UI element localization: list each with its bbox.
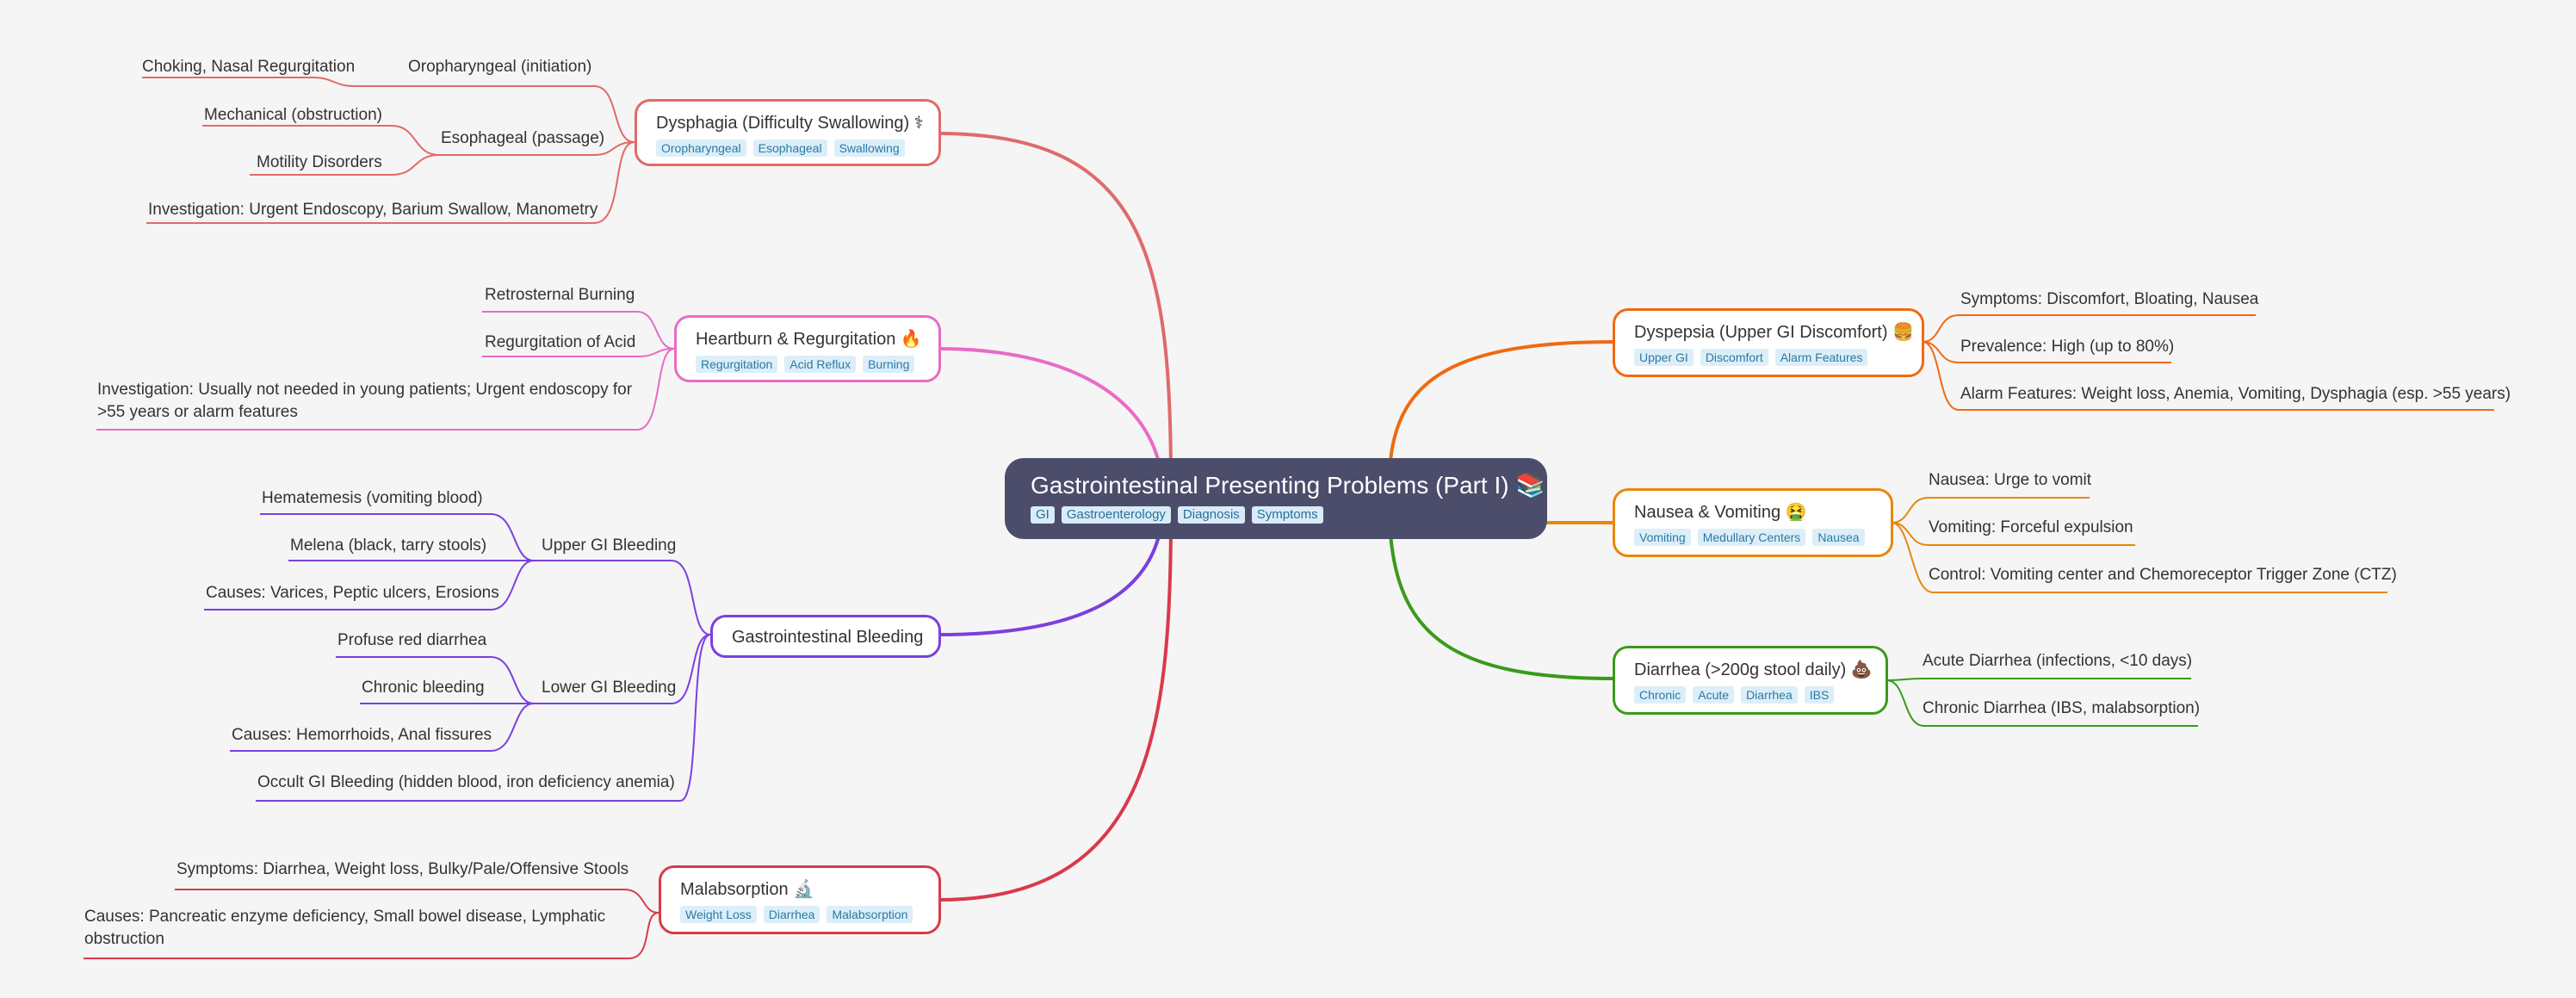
- dysphagia-esophageal-leaf-2[interactable]: Motility Disorders: [257, 153, 382, 171]
- tag: Esophageal: [752, 139, 827, 157]
- dysphagia-oropharyngeal-leaf[interactable]: Choking, Nasal Regurgitation: [142, 58, 356, 76]
- tag: Discomfort: [1700, 349, 1768, 366]
- tag: Burning: [863, 356, 915, 373]
- central-topic-title: Gastrointestinal Presenting Problems (Pa…: [1031, 472, 1546, 499]
- diarrhea-tags: Chronic Acute Diarrhea IBS: [1634, 686, 1867, 704]
- tag: Regurgitation: [696, 356, 778, 373]
- dysphagia-node[interactable]: Dysphagia (Difficulty Swallowing) ⚕ Orop…: [635, 99, 941, 166]
- heartburn-tags: Regurgitation Acid Reflux Burning: [696, 356, 920, 373]
- dysphagia-esophageal[interactable]: Esophageal (passage): [441, 129, 605, 147]
- tag: Weight Loss: [680, 906, 757, 923]
- bleeding-node[interactable]: Gastrointestinal Bleeding: [710, 615, 941, 658]
- tag: GI: [1031, 506, 1055, 524]
- malabsorption-node[interactable]: Malabsorption 🔬 Weight Loss Diarrhea Mal…: [659, 865, 941, 934]
- dysphagia-oropharyngeal[interactable]: Oropharyngeal (initiation): [408, 58, 592, 76]
- bleeding-occult[interactable]: Occult GI Bleeding (hidden blood, iron d…: [257, 773, 675, 791]
- tag: Symptoms: [1251, 506, 1323, 524]
- diarrhea-title: Diarrhea (>200g stool daily) 💩: [1634, 660, 1873, 679]
- nausea-leaf-3[interactable]: Control: Vomiting center and Chemorecept…: [1929, 566, 2397, 584]
- diarrhea-leaf-2[interactable]: Chronic Diarrhea (IBS, malabsorption): [1923, 699, 2201, 717]
- dysphagia-tags: Oropharyngeal Esophageal Swallowing: [656, 139, 920, 157]
- tag: Upper GI: [1634, 349, 1694, 366]
- heartburn-title: Heartburn & Regurgitation 🔥: [696, 330, 922, 349]
- malabsorption-tags: Weight Loss Diarrhea Malabsorption: [680, 906, 920, 923]
- tag: Chronic: [1634, 686, 1687, 704]
- tag: Swallowing: [833, 139, 905, 157]
- bleeding-lower-leaf-1[interactable]: Profuse red diarrhea: [337, 631, 487, 649]
- heartburn-node[interactable]: Heartburn & Regurgitation 🔥 Regurgitatio…: [674, 315, 941, 382]
- central-tags: GI Gastroenterology Diagnosis Symptoms: [1031, 506, 1521, 524]
- tag: Alarm Features: [1774, 349, 1868, 366]
- nausea-leaf-1[interactable]: Nausea: Urge to vomit: [1929, 471, 2092, 489]
- tag: Oropharyngeal: [656, 139, 746, 157]
- tag: Diagnosis: [1177, 506, 1245, 524]
- bleeding-lower[interactable]: Lower GI Bleeding: [542, 679, 677, 697]
- central-topic-node[interactable]: Gastrointestinal Presenting Problems (Pa…: [1005, 458, 1547, 539]
- bleeding-upper[interactable]: Upper GI Bleeding: [542, 536, 677, 555]
- dysphagia-esophageal-leaf-1[interactable]: Mechanical (obstruction): [204, 106, 382, 124]
- link-diarrhea: [1389, 533, 1615, 680]
- tag: Medullary Centers: [1697, 529, 1806, 546]
- tag: Malabsorption: [827, 906, 913, 923]
- malabsorption-leaf-2[interactable]: Causes: Pancreatic enzyme deficiency, Sm…: [84, 908, 606, 948]
- diarrhea-node[interactable]: Diarrhea (>200g stool daily) 💩 Chronic A…: [1613, 646, 1888, 715]
- dysphagia-investigation[interactable]: Investigation: Urgent Endoscopy, Barium …: [148, 201, 598, 219]
- malabsorption-title: Malabsorption 🔬: [680, 880, 815, 899]
- heartburn-leaf-2[interactable]: Regurgitation of Acid: [485, 333, 636, 351]
- dyspepsia-tags: Upper GI Discomfort Alarm Features: [1634, 349, 1903, 366]
- tag: Acute: [1693, 686, 1735, 704]
- link-dyspepsia: [1389, 340, 1615, 462]
- tag: Acid Reflux: [784, 356, 857, 373]
- heartburn-leaf-1[interactable]: Retrosternal Burning: [485, 286, 635, 304]
- dyspepsia-leaf-3[interactable]: Alarm Features: Weight loss, Anemia, Vom…: [1960, 385, 2511, 403]
- dysphagia-title: Dysphagia (Difficulty Swallowing) ⚕: [656, 114, 924, 133]
- bleeding-lower-leaf-3[interactable]: Causes: Hemorrhoids, Anal fissures: [232, 726, 492, 744]
- tag: IBS: [1804, 686, 1835, 704]
- heartburn-leaf-3[interactable]: Investigation: Usually not needed in you…: [97, 381, 633, 421]
- malabsorption-leaf-1[interactable]: Symptoms: Diarrhea, Weight loss, Bulky/P…: [176, 860, 629, 878]
- bleeding-lower-leaf-2[interactable]: Chronic bleeding: [362, 679, 485, 697]
- link-dysphagia: [938, 132, 1173, 483]
- tag: Vomiting: [1634, 529, 1691, 546]
- bleeding-upper-leaf-1[interactable]: Hematemesis (vomiting blood): [262, 489, 483, 507]
- tag: Diarrhea: [1741, 686, 1798, 704]
- tag: Gastroenterology: [1061, 506, 1171, 524]
- nausea-title: Nausea & Vomiting 🤮: [1634, 503, 1807, 522]
- diarrhea-leaf-1[interactable]: Acute Diarrhea (infections, <10 days): [1923, 652, 2193, 670]
- tag: Nausea: [1812, 529, 1865, 546]
- nausea-leaf-2[interactable]: Vomiting: Forceful expulsion: [1929, 518, 2133, 536]
- bleeding-upper-leaf-2[interactable]: Melena (black, tarry stools): [290, 536, 487, 555]
- dyspepsia-node[interactable]: Dyspepsia (Upper GI Discomfort) 🍔 Upper …: [1613, 308, 1924, 377]
- dyspepsia-leaf-2[interactable]: Prevalence: High (up to 80%): [1960, 338, 2175, 356]
- bleeding-upper-leaf-3[interactable]: Causes: Varices, Peptic ulcers, Erosions: [206, 584, 499, 602]
- bleeding-title: Gastrointestinal Bleeding: [732, 628, 924, 647]
- link-malabsorption: [938, 516, 1173, 902]
- tag: Diarrhea: [763, 906, 820, 923]
- link-heartburn: [938, 347, 1164, 483]
- link-bleeding: [938, 516, 1164, 636]
- dyspepsia-leaf-1[interactable]: Symptoms: Discomfort, Bloating, Nausea: [1960, 290, 2259, 308]
- nausea-node[interactable]: Nausea & Vomiting 🤮 Vomiting Medullary C…: [1613, 488, 1893, 557]
- dyspepsia-title: Dyspepsia (Upper GI Discomfort) 🍔: [1634, 323, 1914, 342]
- nausea-tags: Vomiting Medullary Centers Nausea: [1634, 529, 1872, 546]
